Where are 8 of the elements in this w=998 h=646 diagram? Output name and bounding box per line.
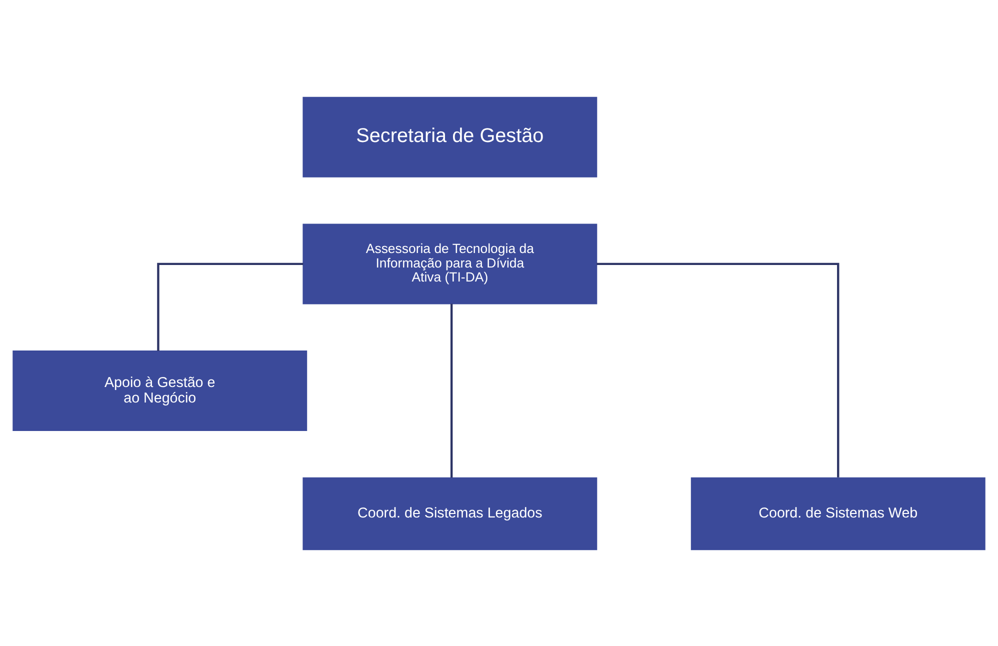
node-box: Apoio à Gestão e ao Negócio [12, 350, 308, 431]
connector [596, 262, 840, 477]
connector [157, 262, 304, 350]
connector [450, 303, 453, 478]
node-box: Secretaria de Gestão [302, 96, 598, 177]
node-box: Coord. de Sistemas Web [690, 476, 986, 550]
node-box: Coord. de Sistemas Legados [302, 476, 598, 550]
node-box: Assessoria de Tecnologia da Informação para a Dívida Ativa (TI-DA) [302, 223, 598, 304]
